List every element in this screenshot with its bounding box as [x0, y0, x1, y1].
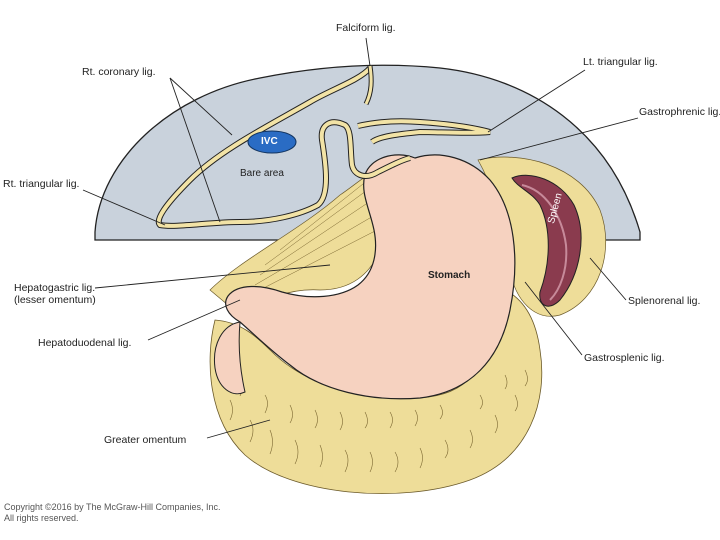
- leader-lines: [82, 37, 639, 439]
- gastrophrenic-ligament-label: Gastrophrenic lig.: [639, 106, 720, 118]
- lt-triangular-ligament-label: Lt. triangular lig.: [583, 56, 658, 68]
- ivc-label: IVC: [261, 136, 278, 147]
- omentum-texture: [229, 369, 528, 473]
- falciform-ligament-label: Falciform lig.: [336, 22, 396, 34]
- duodenum: [213, 321, 246, 395]
- ivc: [247, 130, 297, 154]
- falciform-ligament-fill: [364, 65, 373, 105]
- stomach: [225, 154, 516, 400]
- splenorenal-ligament-label: Splenorenal lig.: [628, 295, 701, 307]
- rt-triangular-ligament-label: Rt. triangular lig.: [3, 178, 80, 190]
- bare-area-label: Bare area: [240, 168, 284, 179]
- stomach-label: Stomach: [428, 270, 471, 281]
- lesser-omentum-label: (lesser omentum): [14, 294, 96, 306]
- copyright-line-1: Copyright ©2016 by The McGraw-Hill Compa…: [4, 502, 221, 512]
- coronary-ligament-fill: [156, 66, 411, 228]
- lesser-omentum-texture: [249, 179, 378, 296]
- spleen-highlight: [521, 184, 568, 301]
- copyright-notice: Copyright ©2016 by The McGraw-Hill Compa…: [4, 502, 264, 524]
- greater-omentum-label: Greater omentum: [104, 434, 187, 446]
- copyright-line-2: All rights reserved.: [4, 513, 79, 523]
- hepatogastric-ligament-label: Hepatogastric lig.: [14, 282, 96, 294]
- rt-coronary-ligament-label: Rt. coronary lig.: [82, 66, 156, 78]
- hepatoduodenal-ligament-label: Hepatoduodenal lig.: [38, 337, 132, 349]
- lt-triangular-ligament-fill: [357, 119, 491, 144]
- gastrosplenic-ligament-label: Gastrosplenic lig.: [584, 352, 665, 364]
